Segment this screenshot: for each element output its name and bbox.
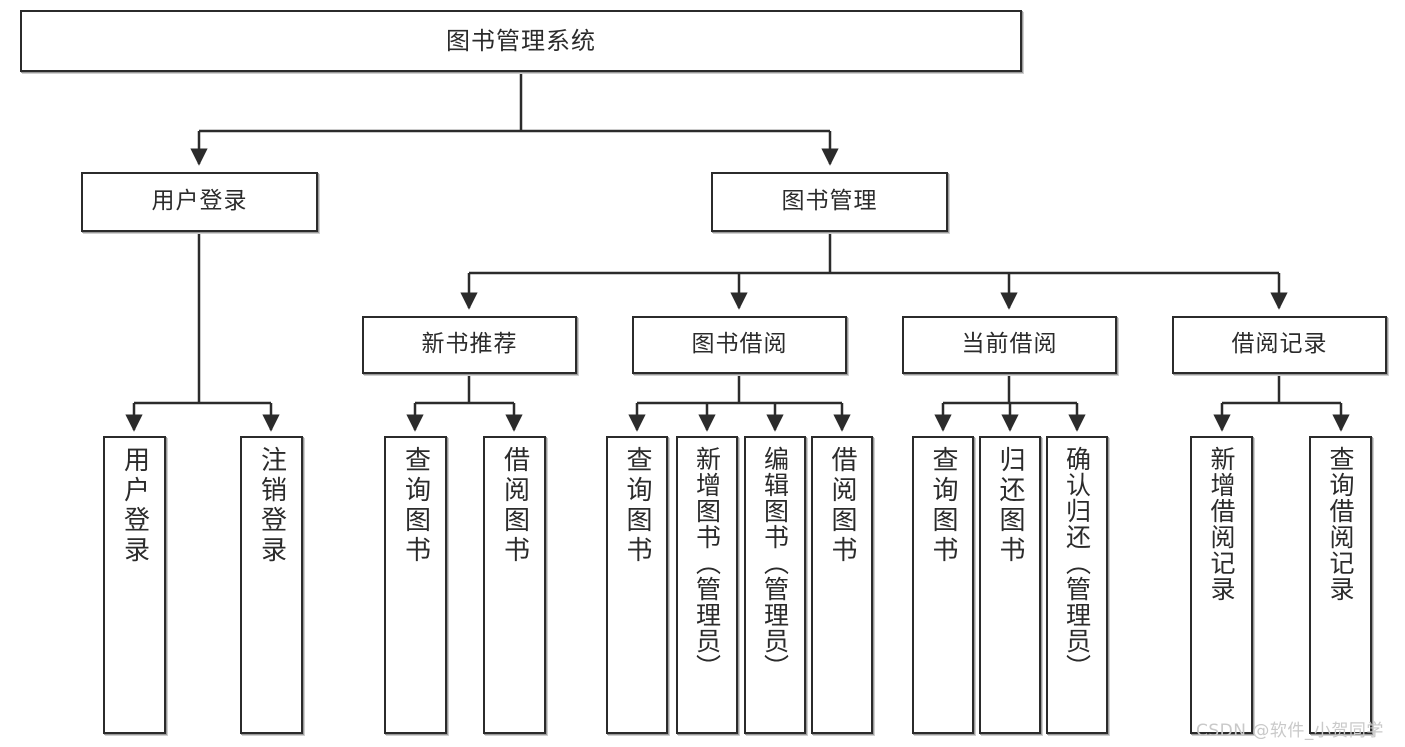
node-book-borrow[interactable]: 图书借阅 — [632, 316, 847, 374]
node-label: 查询图书 — [400, 446, 431, 566]
leaf-book-borrow-add-book-admin[interactable]: 新增图书（管理员） — [676, 436, 738, 734]
leaf-new-book-borrow-book[interactable]: 借阅图书 — [483, 436, 546, 734]
node-label: 图书借阅 — [691, 331, 788, 358]
node-borrow-record[interactable]: 借阅记录 — [1172, 316, 1387, 374]
leaf-user-login-logout[interactable]: 注销登录 — [240, 436, 303, 734]
node-label: 图书管理 — [781, 188, 878, 215]
node-label: 查询图书 — [928, 446, 958, 566]
leaf-current-borrow-return-book[interactable]: 归还图书 — [979, 436, 1041, 734]
leaf-borrow-record-add-record[interactable]: 新增借阅记录 — [1190, 436, 1253, 734]
node-label: 用户登录 — [151, 188, 248, 215]
leaf-book-borrow-borrow-book[interactable]: 借阅图书 — [811, 436, 873, 734]
node-label: 借阅图书 — [827, 446, 857, 566]
leaf-current-borrow-confirm-return-admin[interactable]: 确认归还（管理员） — [1046, 436, 1108, 734]
node-label: 借阅记录 — [1231, 331, 1328, 358]
leaf-current-borrow-query-book[interactable]: 查询图书 — [912, 436, 974, 734]
leaf-book-borrow-query-book[interactable]: 查询图书 — [606, 436, 668, 734]
leaf-borrow-record-query-record[interactable]: 查询借阅记录 — [1309, 436, 1372, 734]
node-label: 归还图书 — [995, 446, 1025, 566]
node-label: 新增借阅记录 — [1207, 446, 1236, 602]
node-book-management[interactable]: 图书管理 — [711, 172, 948, 232]
leaf-user-login-login[interactable]: 用户登录 — [103, 436, 166, 734]
node-label: 注销登录 — [256, 446, 287, 566]
leaf-new-book-query-book[interactable]: 查询图书 — [384, 436, 447, 734]
node-label: 图书管理系统 — [446, 26, 596, 55]
node-label: 编辑图书（管理员） — [760, 446, 790, 680]
node-label: 确认归还（管理员） — [1062, 446, 1092, 680]
node-label: 用户登录 — [119, 446, 150, 566]
node-label: 新书推荐 — [421, 331, 518, 358]
node-root-book-management-system[interactable]: 图书管理系统 — [20, 10, 1022, 72]
node-user-login[interactable]: 用户登录 — [81, 172, 318, 232]
csdn-watermark: CSDN @软件_小贺同学 — [1196, 721, 1384, 741]
leaf-book-borrow-edit-book-admin[interactable]: 编辑图书（管理员） — [744, 436, 806, 734]
node-label: 当前借阅 — [961, 331, 1058, 358]
node-current-borrow[interactable]: 当前借阅 — [902, 316, 1117, 374]
node-label: 查询图书 — [622, 446, 652, 566]
node-label: 新增图书（管理员） — [692, 446, 722, 680]
node-new-book-recommend[interactable]: 新书推荐 — [362, 316, 577, 374]
node-label: 借阅图书 — [499, 446, 530, 566]
node-label: 查询借阅记录 — [1326, 446, 1355, 602]
